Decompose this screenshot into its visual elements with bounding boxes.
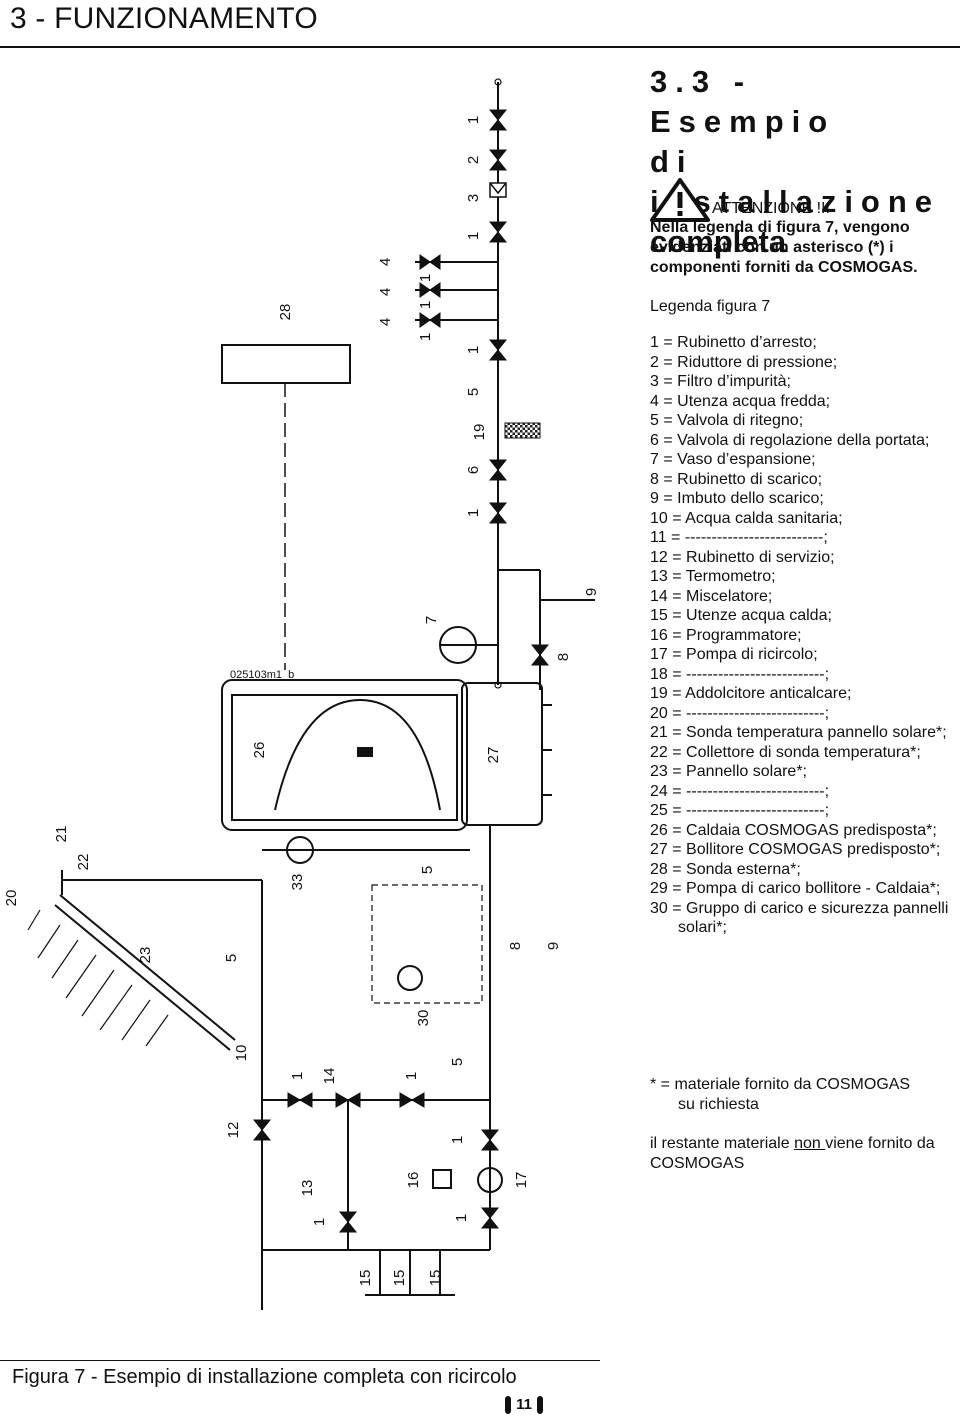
label-1: 1 xyxy=(417,333,434,341)
chapter-title: 3 - FUNZIONAMENTO xyxy=(10,2,318,35)
label-1: 1 xyxy=(403,1072,420,1080)
label-20: 20 xyxy=(3,890,20,907)
label-14: 14 xyxy=(321,1068,338,1085)
label-3: 3 xyxy=(465,194,482,202)
label-1: 1 xyxy=(311,1218,328,1226)
legend-item: 22 = Collettore di sonda temperatura*; xyxy=(650,743,921,761)
label-4: 4 xyxy=(377,318,394,326)
label-10: 10 xyxy=(233,1045,250,1062)
label-27: 27 xyxy=(485,747,502,764)
label-9: 9 xyxy=(583,588,600,596)
caption-divider xyxy=(0,1360,600,1361)
label-8: 8 xyxy=(507,942,524,950)
asterisk-note-line1: * = materiale fornito da COSMOGAS xyxy=(650,1076,911,1093)
label-26: 26 xyxy=(251,742,268,759)
legend-item: 2 = Riduttore di pressione; xyxy=(650,353,838,371)
section-title-line1: 3.3 - Esempio xyxy=(650,64,836,139)
supply-note-underlined: non xyxy=(794,1135,826,1152)
label-15: 15 xyxy=(391,1270,408,1287)
label-21: 21 xyxy=(53,826,70,843)
label-5: 5 xyxy=(419,866,436,874)
warning-label: ATTENZIONE !!! xyxy=(712,200,830,217)
legend-item: 6 = Valvola di regolazione della portata… xyxy=(650,431,930,449)
legend-item: 25 = --------------------------; xyxy=(650,802,830,819)
label-1: 1 xyxy=(417,274,434,282)
legend-item: 12 = Rubinetto di servizio; xyxy=(650,548,835,566)
legend-item: 1 = Rubinetto d’arresto; xyxy=(650,334,817,351)
supply-note-before: il restante materiale xyxy=(650,1135,795,1152)
legend-item: 13 = Termometro; xyxy=(650,568,776,585)
label-17: 17 xyxy=(513,1172,530,1189)
legend-item: 23 = Pannello solare*; xyxy=(650,763,807,780)
legend-item: 11 = --------------------------; xyxy=(650,529,828,546)
label-6: 6 xyxy=(465,466,482,474)
page-header: 3 - FUNZIONAMENTO xyxy=(0,0,960,48)
legend-title: Legenda figura 7 xyxy=(650,298,771,315)
label-12: 12 xyxy=(225,1122,242,1139)
legend-item: 10 = Acqua calda sanitaria; xyxy=(650,509,843,527)
label-15: 15 xyxy=(427,1270,444,1287)
legend-item: 3 = Filtro d’impurità; xyxy=(650,373,791,390)
legend-item: 28 = Sonda esterna*; xyxy=(650,860,801,878)
label-1: 1 xyxy=(465,346,482,354)
page-number: 11 xyxy=(505,1394,543,1416)
figure-code: 025103m1_b xyxy=(230,669,294,681)
label-23: 23 xyxy=(137,947,154,964)
legend-item: 18 = --------------------------; xyxy=(650,665,830,683)
label-1: 1 xyxy=(453,1214,470,1222)
label-28: 28 xyxy=(277,304,294,321)
label-13: 13 xyxy=(299,1180,316,1197)
label-30: 30 xyxy=(415,1010,432,1027)
legend-item: 16 = Programmatore; xyxy=(650,626,802,644)
legend-item: 17 = Pompa di ricircolo; xyxy=(650,646,818,663)
label-1: 1 xyxy=(465,116,482,124)
label-22: 22 xyxy=(75,854,92,871)
label-1: 1 xyxy=(417,301,434,309)
legend-item: 21 = Sonda temperatura pannello solare*; xyxy=(650,724,947,741)
label-5: 5 xyxy=(223,954,240,962)
legend-item: 26 = Caldaia COSMOGAS predisposta*; xyxy=(650,821,937,839)
label-33: 33 xyxy=(289,874,306,891)
legend-item: 4 = Utenza acqua fredda; xyxy=(650,392,831,410)
legend-item: 27 = Bollitore COSMOGAS predisposto*; xyxy=(650,841,941,858)
label-15: 15 xyxy=(357,1270,374,1287)
warning-triangle-icon xyxy=(650,178,710,222)
warning-text: Nella legenda di figura 7, vengono evide… xyxy=(650,219,918,276)
installation-diagram: 1 2 3 1 4 4 4 1 1 1 1 5 19 6 1 28 7 9 8 … xyxy=(3,78,600,1310)
label-19: 19 xyxy=(471,424,488,441)
supply-note-after: viene fornito da COSMOGAS xyxy=(650,1135,935,1172)
label-4: 4 xyxy=(377,258,394,266)
label-9: 9 xyxy=(545,942,562,950)
legend-item: 8 = Rubinetto di scarico; xyxy=(650,470,823,488)
label-2: 2 xyxy=(465,156,482,164)
legend-item: 30 = Gruppo di carico e sicurezza pannel… xyxy=(650,899,949,937)
legend-item: 24 = --------------------------; xyxy=(650,782,830,800)
figure-caption: Figura 7 - Esempio di installazione comp… xyxy=(12,1366,517,1388)
label-1: 1 xyxy=(289,1072,306,1080)
label-7: 7 xyxy=(423,616,440,624)
legend-item: 5 = Valvola di ritegno; xyxy=(650,412,804,429)
legend-item: 19 = Addolcitore anticalcare; xyxy=(650,685,852,702)
label-1: 1 xyxy=(465,232,482,240)
legend-item: 15 = Utenze acqua calda; xyxy=(650,607,832,624)
label-1: 1 xyxy=(449,1136,466,1144)
legend-item: 29 = Pompa di carico bollitore - Caldaia… xyxy=(650,880,941,897)
supply-note: il restante materiale non viene fornito … xyxy=(650,1134,950,1174)
section-title-line3: completa xyxy=(650,224,787,259)
label-16: 16 xyxy=(405,1172,422,1189)
legend-item: 7 = Vaso d’espansione; xyxy=(650,451,816,468)
label-4: 4 xyxy=(377,288,394,296)
asterisk-note-line2: su richiesta xyxy=(678,1096,759,1113)
asterisk-note: * = materiale fornito da COSMOGAS su ric… xyxy=(650,1075,950,1115)
label-5: 5 xyxy=(449,1058,466,1066)
label-8: 8 xyxy=(555,653,572,661)
legend-item: 20 = --------------------------; xyxy=(650,704,830,722)
legend-list: 1 = Rubinetto d’arresto; 2 = Riduttore di… xyxy=(650,333,960,938)
legend-item: 9 = Imbuto dello scarico; xyxy=(650,490,824,507)
label-5: 5 xyxy=(465,388,482,396)
label-1: 1 xyxy=(465,509,482,517)
legend-item: 14 = Miscelatore; xyxy=(650,587,773,605)
